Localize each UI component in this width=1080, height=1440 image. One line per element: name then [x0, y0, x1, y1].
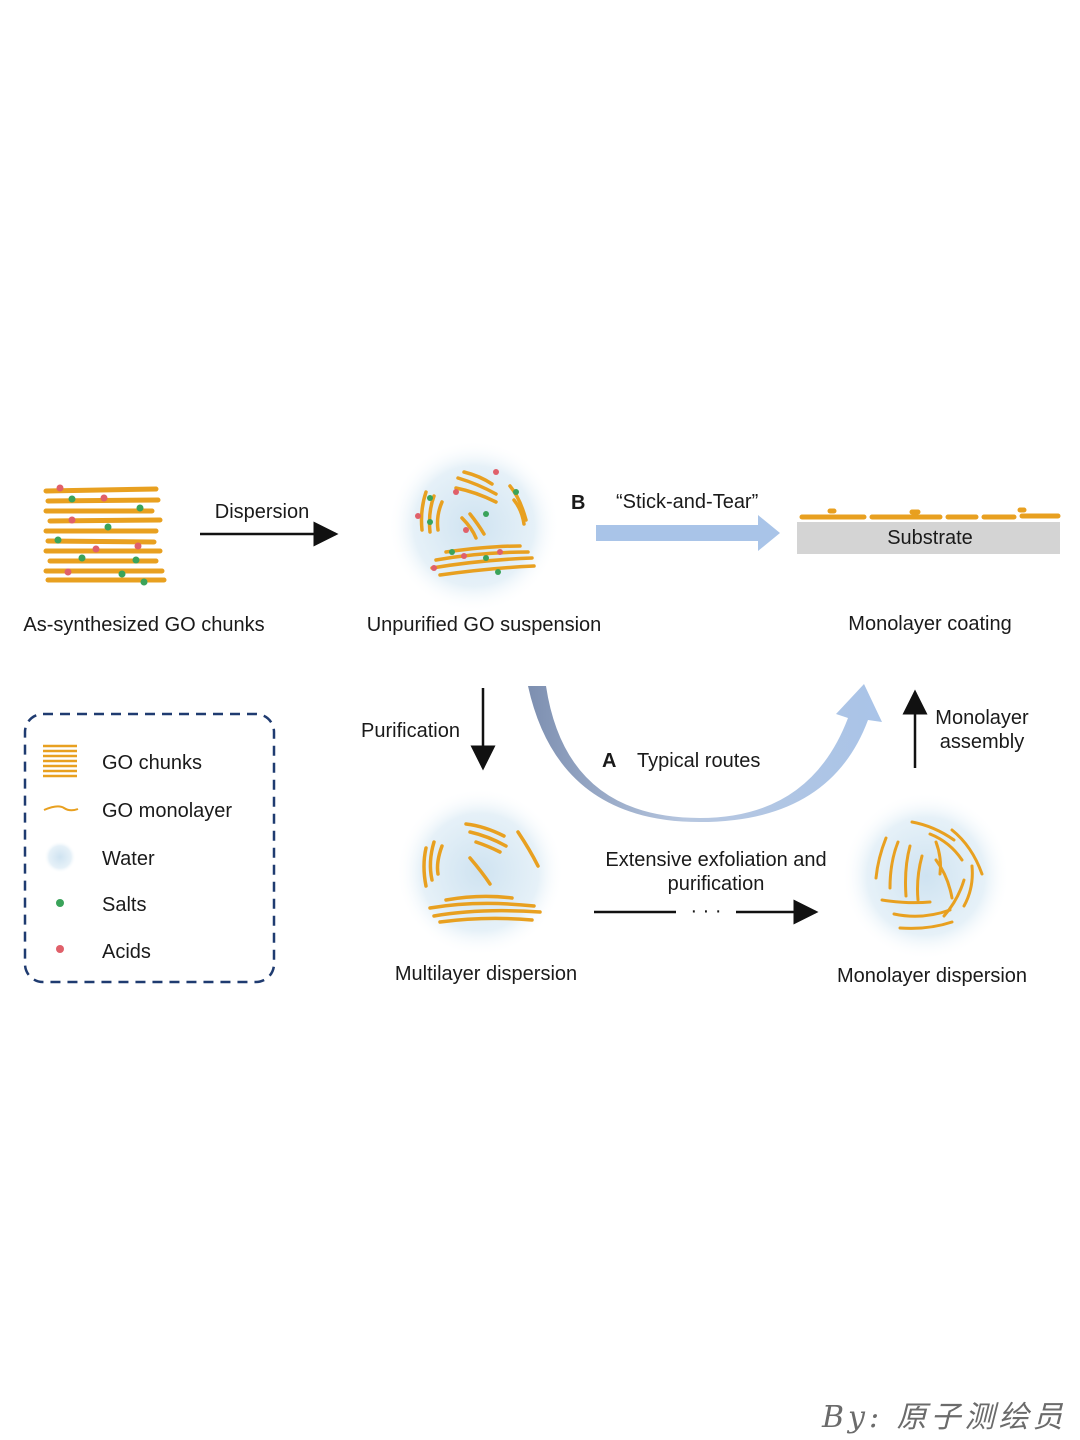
as-synthesized-label: As-synthesized GO chunks [23, 614, 265, 636]
monolayer-assembly-label-line2: assembly [939, 731, 1025, 753]
go-monolayer-icon [43, 805, 79, 812]
go-chunks-particles [54, 484, 148, 586]
legend-acids-label: Acids [102, 941, 151, 963]
dispersion-label: Dispersion [214, 501, 310, 523]
monolayer-coating-sheets [799, 507, 1061, 520]
route-b-letter: B [571, 492, 586, 514]
substrate-block [797, 522, 1060, 554]
legend-go-chunks-label: GO chunks [102, 752, 203, 774]
monolayer-coating-label: Monolayer coating [848, 613, 1012, 635]
go-chunks-stack [43, 486, 167, 583]
typical-routes-label: Typical routes [637, 750, 761, 772]
legend-water-label: Water [102, 848, 155, 870]
exfoliation-dots: · · · [690, 900, 722, 922]
monolayer-go-sheets [874, 820, 984, 930]
legend-box [23, 712, 276, 984]
unpurified-label: Unpurified GO suspension [366, 614, 602, 636]
monolayer-assembly-label-line1: Monolayer [935, 707, 1029, 729]
stick-and-tear-label: “Stick-and-Tear” [616, 491, 759, 513]
monolayer-water-drop [842, 792, 1010, 960]
go-chunks-icon [43, 744, 77, 778]
extensive-exfoliation-label-line2: purification [667, 873, 765, 895]
unpurified-particles [415, 469, 519, 575]
purification-label: Purification [361, 720, 460, 742]
unpurified-go-sheets [419, 470, 536, 577]
route-a-letter: A [602, 750, 617, 772]
monolayer-dispersion-label: Monolayer dispersion [836, 965, 1028, 987]
watermark: By: 原子测绘员 [822, 1400, 1067, 1435]
water-icon [44, 841, 76, 873]
acid-dot-icon [56, 945, 64, 953]
legend-go-monolayer-label: GO monolayer [102, 800, 233, 822]
stick-and-tear-arrow [596, 515, 780, 551]
unpurified-water-drop [388, 440, 560, 612]
multilayer-dispersion-label: Multilayer dispersion [394, 963, 578, 985]
extensive-exfoliation-label-line1: Extensive exfoliation and [605, 849, 827, 871]
salt-dot-icon [56, 899, 64, 907]
multilayer-go-sheets [422, 822, 542, 924]
substrate-label: Substrate [887, 527, 973, 549]
legend-salts-label: Salts [102, 894, 147, 916]
